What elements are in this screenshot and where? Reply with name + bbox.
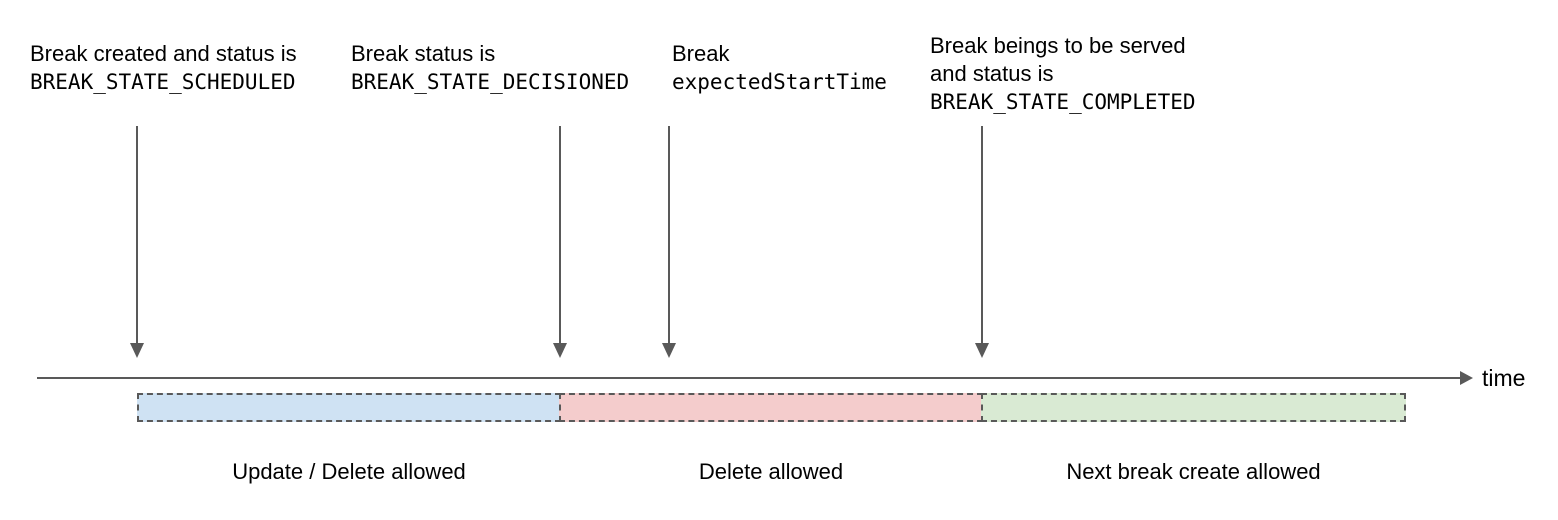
annotation-break-completed: Break beings to be served and status is … bbox=[930, 32, 1196, 116]
annotation-text: Break beings to be served bbox=[930, 33, 1186, 58]
arrow-expected-start-time bbox=[662, 126, 676, 358]
segment-update-delete-allowed bbox=[137, 393, 561, 422]
segment-next-break-create-allowed bbox=[981, 393, 1406, 422]
annotation-break-scheduled: Break created and status is BREAK_STATE_… bbox=[30, 40, 297, 96]
arrow-break-decisioned bbox=[553, 126, 567, 358]
timeline-axis bbox=[37, 377, 1461, 379]
annotation-text: and status is bbox=[930, 61, 1054, 86]
arrow-break-created bbox=[130, 126, 144, 358]
annotation-code: BREAK_STATE_COMPLETED bbox=[930, 90, 1196, 114]
arrowhead-down-icon bbox=[553, 343, 567, 358]
annotation-code: expectedStartTime bbox=[672, 70, 887, 94]
arrow-break-completed bbox=[975, 126, 989, 358]
segment-label-next-break-create: Next break create allowed bbox=[1066, 459, 1321, 484]
segment-delete-allowed bbox=[559, 393, 983, 422]
arrowhead-down-icon bbox=[130, 343, 144, 358]
arrowhead-down-icon bbox=[662, 343, 676, 358]
arrowhead-right-icon bbox=[1460, 371, 1473, 385]
annotation-text: Break status is bbox=[351, 41, 496, 66]
annotation-text: Break bbox=[672, 41, 730, 66]
segment-label-delete: Delete allowed bbox=[698, 459, 844, 484]
annotation-expected-start-time: Break expectedStartTime bbox=[672, 40, 887, 96]
arrow-shaft bbox=[559, 126, 561, 343]
arrowhead-down-icon bbox=[975, 343, 989, 358]
annotation-code: BREAK_STATE_SCHEDULED bbox=[30, 70, 296, 94]
arrow-shaft bbox=[981, 126, 983, 343]
timeline-axis-label: time bbox=[1482, 365, 1526, 391]
arrow-shaft bbox=[668, 126, 670, 343]
segment-label-update-delete: Update / Delete allowed bbox=[232, 459, 466, 484]
arrow-shaft bbox=[136, 126, 138, 343]
annotation-break-decisioned: Break status is BREAK_STATE_DECISIONED bbox=[351, 40, 629, 96]
annotation-text: Break created and status is bbox=[30, 41, 297, 66]
annotation-code: BREAK_STATE_DECISIONED bbox=[351, 70, 630, 94]
